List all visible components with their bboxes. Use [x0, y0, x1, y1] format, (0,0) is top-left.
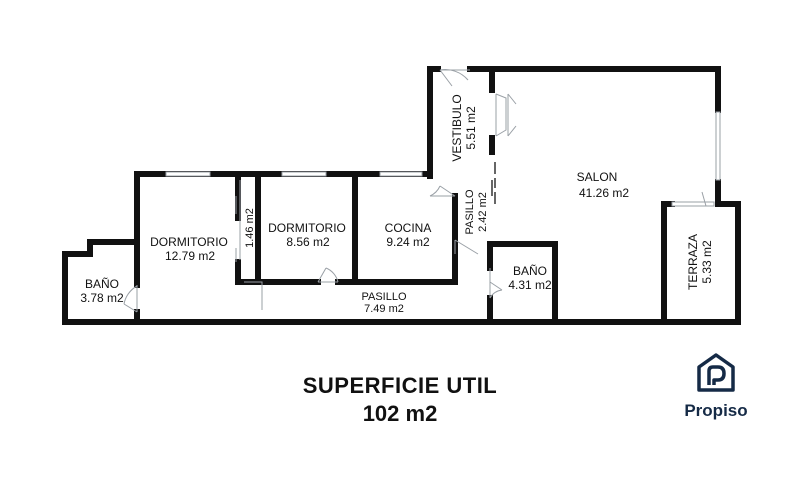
- pasillo-1-area: 2.42 m2: [477, 192, 489, 232]
- walls: [62, 66, 741, 325]
- dormitorio-2-area: 8.56 m2: [286, 235, 330, 249]
- vestibulo-name: VESTIBULO: [450, 94, 464, 161]
- brand-name: Propiso: [684, 401, 748, 420]
- bano-1-name: BAÑO: [85, 277, 119, 291]
- salon-name: SALON: [577, 170, 618, 184]
- vestibulo-area: 5.51 m2: [464, 106, 478, 150]
- doors: [123, 69, 517, 313]
- cocina-name: COCINA: [385, 221, 432, 235]
- summary-total-area: 102 m2: [362, 401, 438, 426]
- terraza-name: TERRAZA: [686, 234, 700, 290]
- summary-title: SUPERFICIE UTIL: [302, 373, 498, 398]
- dormitorio-1-name: DORMITORIO: [150, 235, 228, 249]
- bano-1-area: 3.78 m2: [80, 291, 124, 305]
- salon-area: 41.26 m2: [579, 186, 629, 200]
- dormitorio-1-area: 12.79 m2: [165, 249, 215, 263]
- bano-2-area: 4.31 m2: [508, 278, 552, 292]
- brand-logo: Propiso: [676, 352, 756, 421]
- cocina-area: 9.24 m2: [386, 235, 430, 249]
- bano-2-name: BAÑO: [513, 264, 547, 278]
- closet-area: 1.46 m2: [244, 208, 256, 248]
- dormitorio-2-name: DORMITORIO: [268, 221, 346, 235]
- windows: [165, 111, 721, 207]
- pasillo-2-area: 7.49 m2: [364, 303, 404, 315]
- hall-markers: [491, 162, 496, 204]
- pasillo-1-name: PASILLO: [464, 189, 476, 234]
- terraza-area: 5.33 m2: [700, 240, 714, 284]
- house-logo-icon: [697, 353, 735, 392]
- pasillo-2-name: PASILLO: [361, 291, 406, 303]
